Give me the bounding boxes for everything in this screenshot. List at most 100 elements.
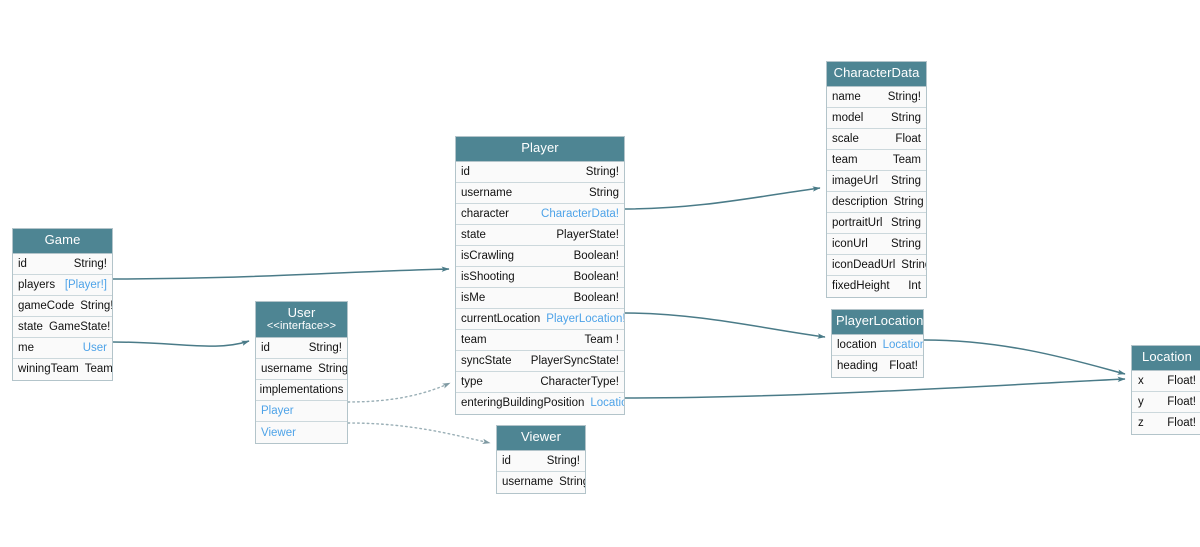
edge-game-players-to-player [112,266,450,280]
field-type[interactable]: Location! [882,338,923,351]
entity-player-title: Player [456,137,624,162]
field-name: team [461,333,487,346]
field-name: gameCode [18,299,75,312]
field-type: String [890,111,921,124]
field-name: fixedHeight [832,280,890,293]
table-row[interactable]: isMe Boolean! [456,287,624,309]
table-row[interactable]: username String [456,182,624,204]
implementation-item-viewer[interactable]: Viewer [256,422,347,444]
table-row[interactable]: isCrawling Boolean! [456,245,624,267]
field-name: state [18,320,43,333]
field-type: String [893,195,924,208]
field-name: isMe [461,291,486,304]
entity-viewer[interactable]: Viewer id String! username String [496,425,586,494]
table-row[interactable]: gameCode String! [13,295,112,317]
field-type: String [890,237,921,250]
table-row[interactable]: location Location! [832,334,923,356]
table-row[interactable]: scale Float [827,128,926,150]
edge-user-implements-viewer [347,422,491,445]
field-name: iconUrl [832,237,868,250]
table-row[interactable]: name String! [827,86,926,108]
field-name: heading [837,360,878,373]
table-row[interactable]: players [Player!] [13,274,112,296]
field-name: username [261,363,313,376]
entity-user[interactable]: User <<interface>> id String! username S… [255,301,348,445]
table-row[interactable]: id String! [497,450,585,472]
field-name: id [261,342,270,355]
entity-player[interactable]: Player id String! username String charac… [455,136,625,415]
field-type: Team ! [584,333,619,346]
entity-characterdata-title: CharacterData [827,62,926,87]
field-name: username [461,186,513,199]
entity-characterdata[interactable]: CharacterData name String! model String … [826,61,927,298]
implementations-header: implementations [256,380,347,402]
table-row[interactable]: id String! [13,253,112,275]
table-row[interactable]: y Float! [1132,391,1200,413]
entity-user-stereotype: <<interface>> [266,319,337,332]
table-row[interactable]: me User [13,337,112,359]
field-name: id [502,454,511,467]
field-name: portraitUrl [832,216,883,229]
edge-playerlocation-location-to-location [923,339,1126,375]
field-name: enteringBuildingPosition [461,397,585,410]
field-type: String [588,186,619,199]
field-type: String [890,174,921,187]
table-row[interactable]: x Float! [1132,370,1200,392]
field-name: winingTeam [18,363,79,376]
field-name: imageUrl [832,174,879,187]
field-name: location [837,338,877,351]
table-row[interactable]: id String! [256,338,347,360]
table-row[interactable]: fixedHeight Int [827,275,926,297]
entity-playerlocation-title: PlayerLocation [832,310,923,335]
table-row[interactable]: model String [827,107,926,129]
table-row[interactable]: username String [497,471,585,493]
field-name: team [832,153,858,166]
implementation-name[interactable]: Player [261,405,294,418]
table-row[interactable]: state PlayerState! [456,224,624,246]
table-row[interactable]: iconUrl String [827,233,926,255]
field-name: scale [832,132,859,145]
implementation-item-player[interactable]: Player [256,401,347,423]
field-type: Float! [1167,374,1196,387]
field-type[interactable]: PlayerLocation! [546,312,624,325]
field-type[interactable]: User [82,341,107,354]
field-type: Boolean! [573,291,619,304]
field-type: PlayerState! [556,228,619,241]
field-name: y [1138,395,1144,408]
field-type: CharacterType! [540,375,619,388]
table-row[interactable]: iconDeadUrl String [827,254,926,276]
table-row[interactable]: z Float! [1132,412,1200,434]
table-row[interactable]: portraitUrl String [827,212,926,234]
field-type: String [890,216,921,229]
table-row[interactable]: isShooting Boolean! [456,266,624,288]
field-name: x [1138,374,1144,387]
field-name: username [502,476,554,489]
table-row[interactable]: imageUrl String [827,170,926,192]
field-name: iconDeadUrl [832,258,896,271]
field-type[interactable]: CharacterData! [541,207,619,220]
entity-game-title: Game [13,229,112,254]
field-name: model [832,111,864,124]
table-row[interactable]: type CharacterType! [456,371,624,393]
table-row[interactable]: character CharacterData! [456,203,624,225]
table-row[interactable]: description String [827,191,926,213]
field-type[interactable]: Location [590,397,624,410]
table-row[interactable]: team Team [827,149,926,171]
table-row[interactable]: team Team ! [456,329,624,351]
entity-playerlocation[interactable]: PlayerLocation location Location! headin… [831,309,924,378]
table-row[interactable]: heading Float! [832,355,923,377]
table-row[interactable]: winingTeam Team [13,358,112,380]
entity-game[interactable]: Game id String! players [Player!] gameCo… [12,228,113,381]
implementation-name[interactable]: Viewer [261,426,296,439]
table-row[interactable]: username String [256,359,347,381]
field-type: Float [895,132,921,145]
entity-location[interactable]: Location x Float! y Float! z Float! [1131,345,1200,435]
table-row[interactable]: id String! [456,161,624,183]
field-type[interactable]: [Player!] [64,278,107,291]
table-row[interactable]: state GameState! [13,316,112,338]
table-row[interactable]: syncState PlayerSyncState! [456,350,624,372]
table-row[interactable]: enteringBuildingPosition Location [456,392,624,414]
field-name: description [832,195,888,208]
table-row[interactable]: currentLocation PlayerLocation! [456,308,624,330]
field-type: String [559,476,585,489]
